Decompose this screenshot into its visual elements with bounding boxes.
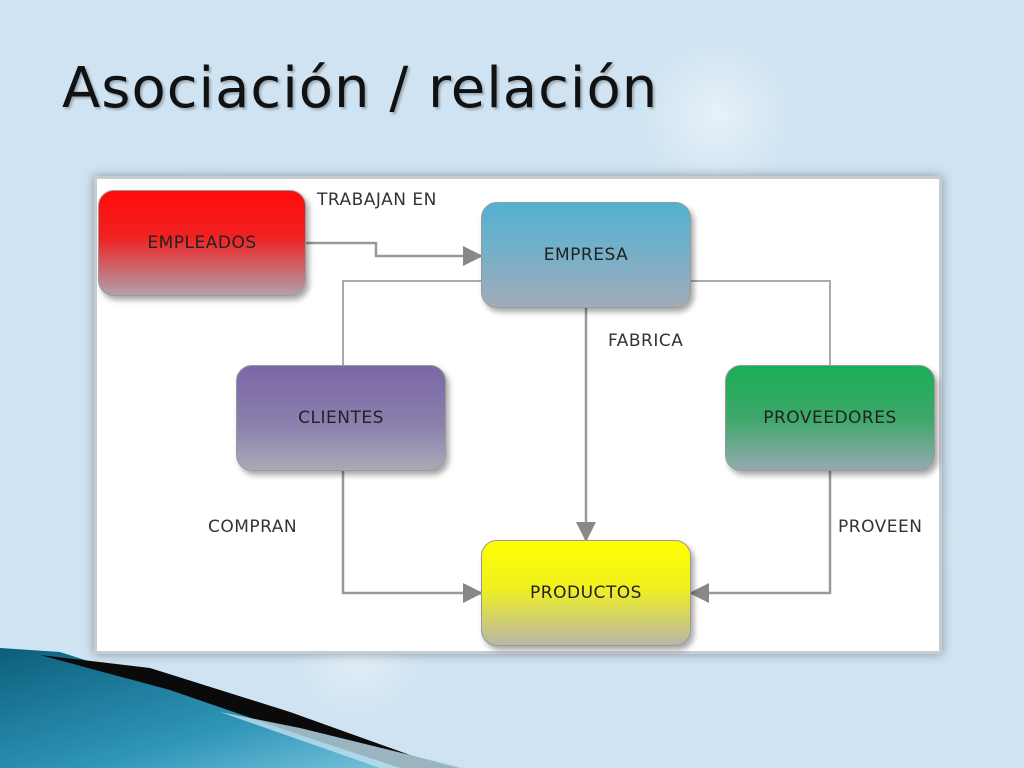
node-proveedores-label: PROVEEDORES <box>763 408 897 428</box>
edge-empresa-clientes <box>342 280 481 365</box>
edge-label-proveen: PROVEEN <box>838 517 923 537</box>
edge-proveedores-productos <box>689 471 832 603</box>
edge-label-trabajan-en: TRABAJAN EN <box>317 190 437 210</box>
node-empleados-label: EMPLEADOS <box>147 233 257 253</box>
node-clientes: CLIENTES <box>236 365 446 471</box>
edge-empleados-empresa <box>306 241 483 266</box>
node-clientes-label: CLIENTES <box>298 408 384 428</box>
node-productos: PRODUCTOS <box>481 540 691 646</box>
edge-label-compran: COMPRAN <box>208 517 298 537</box>
edge-label-fabrica: FABRICA <box>608 331 684 351</box>
edge-empresa-proveedores <box>691 280 831 365</box>
node-empresa: EMPRESA <box>481 202 691 308</box>
edge-clientes-productos <box>341 471 483 603</box>
node-empresa-label: EMPRESA <box>543 245 629 265</box>
slide-title: Asociación / relación <box>62 56 659 121</box>
node-productos-label: PRODUCTOS <box>530 583 642 603</box>
corner-wave-black <box>40 655 460 768</box>
node-empleados: EMPLEADOS <box>98 190 306 296</box>
corner-wave-light <box>220 712 470 768</box>
node-proveedores: PROVEEDORES <box>725 365 935 471</box>
